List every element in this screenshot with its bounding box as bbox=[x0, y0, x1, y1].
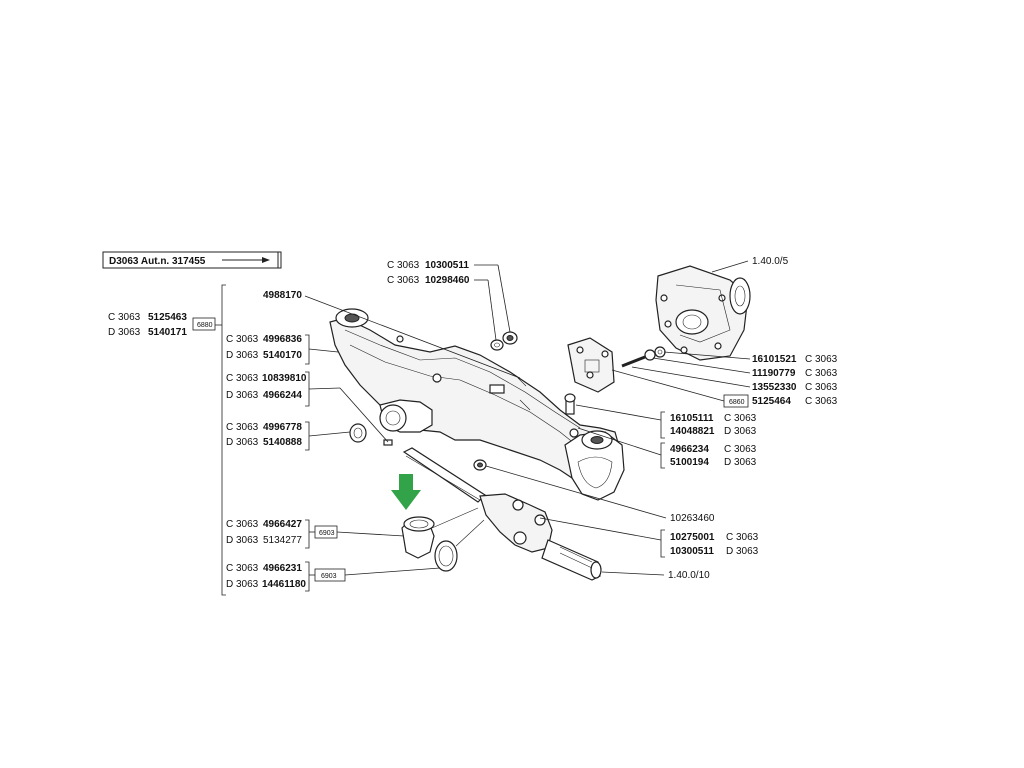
part-number: 5140888 bbox=[263, 437, 302, 448]
model-c: C 3063 bbox=[226, 422, 259, 433]
header-title: D3063 Aut.n. 317455 bbox=[109, 256, 206, 267]
part-number: 13552330 bbox=[752, 382, 797, 393]
model-d: D 3063 bbox=[226, 535, 259, 546]
axle-housing bbox=[329, 308, 625, 501]
label-right-r2: 11190779 C 3063 bbox=[652, 357, 838, 379]
part-number: 11190779 bbox=[752, 368, 796, 379]
label-right-r7-r8: 4966234 C 3063 5100194 D 3063 bbox=[577, 427, 757, 469]
bolt-small bbox=[564, 393, 576, 415]
part-number: 4988170 bbox=[263, 290, 302, 301]
drive-shaft bbox=[402, 447, 602, 581]
model-c: C 3063 bbox=[805, 354, 838, 365]
part-number: 5125464 bbox=[752, 396, 791, 407]
part-number: 4996836 bbox=[263, 334, 302, 345]
nut-and-washer bbox=[490, 331, 518, 351]
model-c: C 3063 bbox=[724, 413, 757, 424]
part-number: 14461180 bbox=[262, 579, 306, 590]
seal-ring-left bbox=[349, 423, 393, 446]
label-ref-bottom: 1.40.0/10 bbox=[601, 570, 710, 581]
model-c: C 3063 bbox=[226, 519, 259, 530]
model-d: D 3063 bbox=[226, 579, 259, 590]
label-right-r10-r11: 10275001 C 3063 10300511 D 3063 bbox=[539, 517, 759, 558]
group-box: 6860 bbox=[729, 399, 745, 406]
part-number: 10300511 bbox=[670, 546, 714, 557]
part-number: 4966234 bbox=[670, 444, 709, 455]
model-d: D 3063 bbox=[724, 426, 757, 437]
bushing-upper bbox=[401, 516, 435, 559]
model-c: C 3063 bbox=[226, 334, 259, 345]
part-number: 5140170 bbox=[263, 350, 302, 361]
part-number: 4966427 bbox=[263, 519, 302, 530]
model-c: C 3063 bbox=[805, 382, 838, 393]
group-box: 6880 bbox=[197, 322, 213, 329]
label-group-5: C 3063 4966427 D 3063 5134277 6903 bbox=[226, 519, 405, 549]
model-c: C 3063 bbox=[387, 275, 420, 286]
model-c: C 3063 bbox=[226, 563, 259, 574]
label-group-2: C 3063 4996836 D 3063 5140170 bbox=[226, 334, 339, 365]
part-number: 10300511 bbox=[425, 260, 469, 271]
label-top-part: 4988170 bbox=[263, 290, 521, 379]
model-d: D 3063 bbox=[724, 457, 757, 468]
part-number: 4966244 bbox=[263, 390, 302, 401]
model-d: D 3063 bbox=[226, 390, 259, 401]
model-c: C 3063 bbox=[226, 373, 259, 384]
part-number: 10839810 bbox=[262, 373, 307, 384]
group-box: 6903 bbox=[319, 530, 335, 537]
label-group-1: C 3063 5125463 D 3063 5140171 6880 bbox=[108, 284, 226, 596]
bracket-plate bbox=[567, 337, 615, 393]
part-number: 4996778 bbox=[263, 422, 302, 433]
model-c: C 3063 bbox=[805, 396, 838, 407]
model-d: D 3063 bbox=[726, 546, 759, 557]
model-d: D 3063 bbox=[108, 327, 141, 338]
part-number: 10298460 bbox=[425, 275, 470, 286]
part-number: 14048821 bbox=[670, 426, 715, 437]
label-right-r5-r6: 16105111 C 3063 14048821 D 3063 bbox=[575, 404, 757, 439]
part-number: 16105111 bbox=[670, 413, 714, 424]
part-number: 5134277 bbox=[263, 535, 302, 546]
label-group-4: C 3063 4996778 D 3063 5140888 bbox=[226, 421, 351, 451]
model-c: C 3063 bbox=[387, 260, 420, 271]
highlight-arrow-icon bbox=[391, 474, 421, 510]
part-number: 10263460 bbox=[670, 513, 715, 524]
reference: 1.40.0/10 bbox=[668, 570, 710, 581]
reduction-housing bbox=[655, 265, 751, 361]
model-d: D 3063 bbox=[226, 437, 259, 448]
label-right-r9: 10263460 bbox=[485, 465, 715, 524]
label-ref-top: 1.40.0/5 bbox=[711, 256, 789, 273]
label-right-r4: 6860 5125464 C 3063 bbox=[611, 369, 838, 408]
stud-bolt bbox=[621, 346, 666, 368]
part-number: 5140171 bbox=[148, 327, 187, 338]
part-number: 5100194 bbox=[670, 457, 709, 468]
bushing-lower bbox=[434, 540, 458, 572]
part-number: 10275001 bbox=[670, 532, 715, 543]
model-c: C 3063 bbox=[724, 444, 757, 455]
part-number: 4966231 bbox=[263, 563, 302, 574]
label-group-6: C 3063 4966231 D 3063 14461180 6903 bbox=[226, 561, 441, 592]
part-number: 5125463 bbox=[148, 312, 187, 323]
model-c: C 3063 bbox=[726, 532, 759, 543]
label-right-r1: 16101521 C 3063 bbox=[663, 351, 838, 365]
arrow-right-icon bbox=[262, 257, 270, 263]
part-number: 16101521 bbox=[752, 354, 797, 365]
header-box: D3063 Aut.n. 317455 bbox=[102, 251, 282, 269]
model-d: D 3063 bbox=[226, 350, 259, 361]
label-top-group: C 3063 10300511 C 3063 10298460 bbox=[387, 260, 511, 341]
model-c: C 3063 bbox=[805, 368, 838, 379]
model-c: C 3063 bbox=[108, 312, 141, 323]
label-right-r3: 13552330 C 3063 bbox=[631, 366, 838, 393]
group-box: 6903 bbox=[321, 573, 337, 580]
reference: 1.40.0/5 bbox=[752, 256, 789, 267]
label-group-3: C 3063 10839810 D 3063 4966244 bbox=[226, 371, 389, 443]
